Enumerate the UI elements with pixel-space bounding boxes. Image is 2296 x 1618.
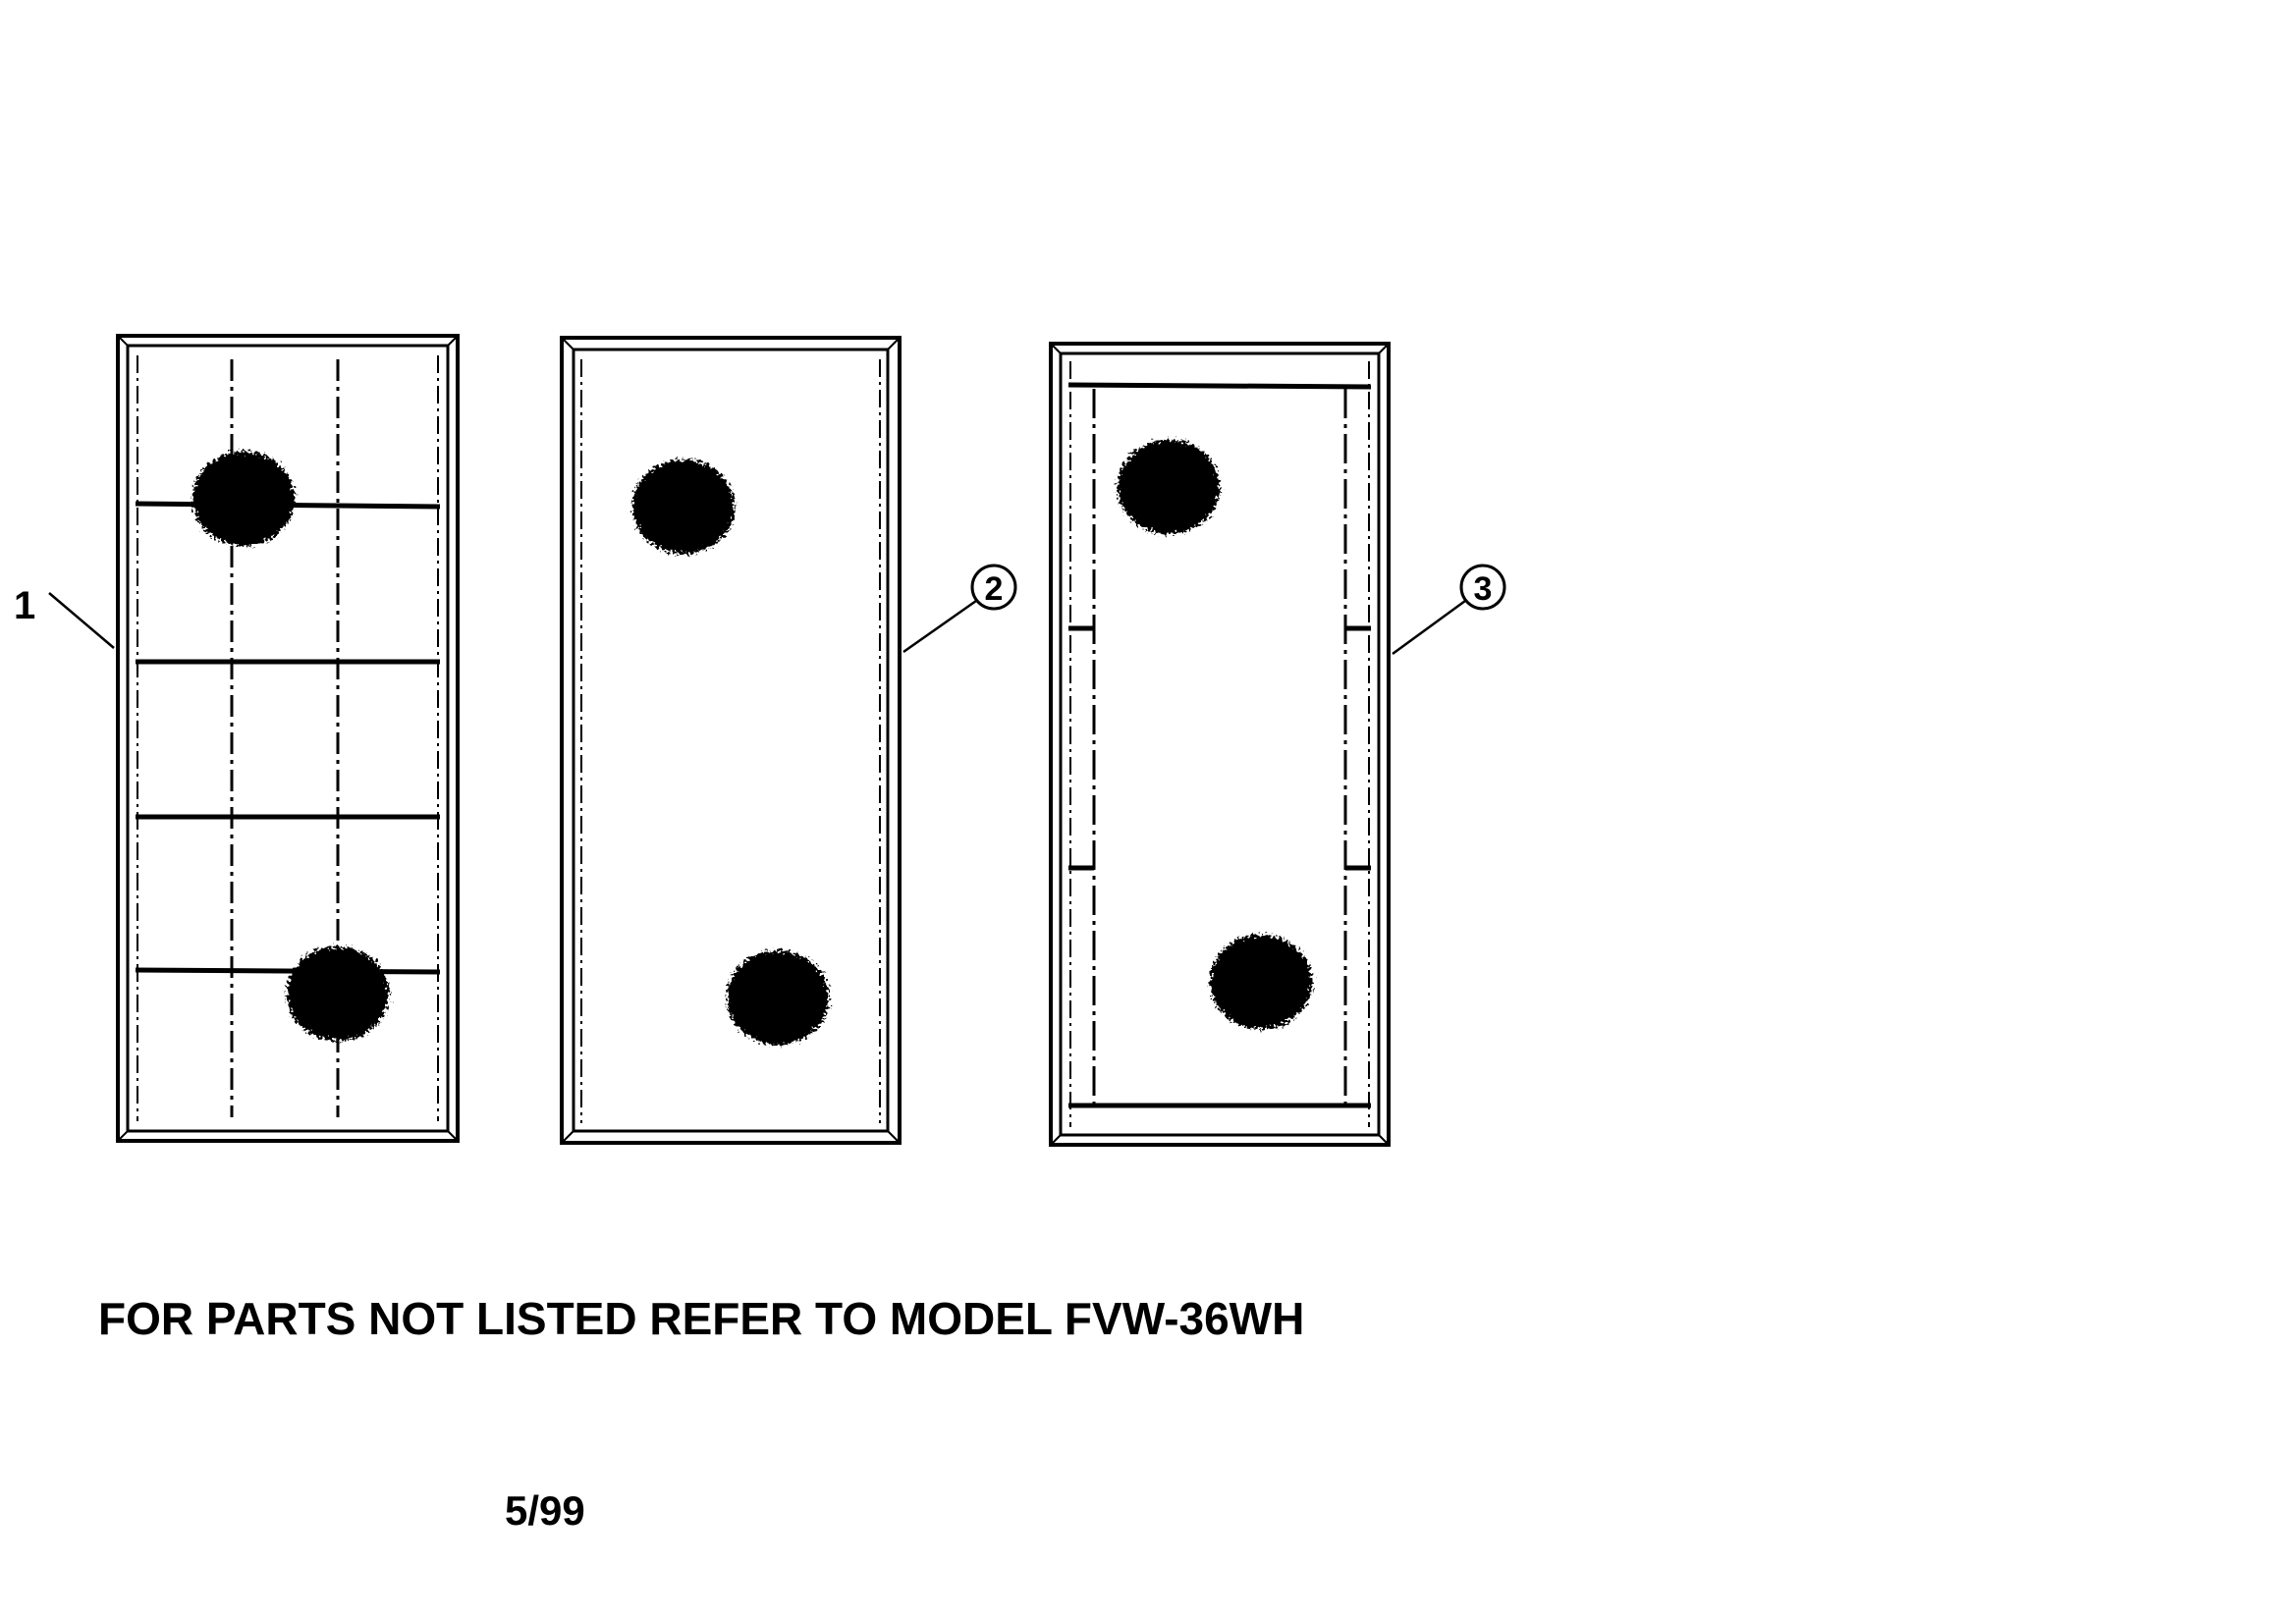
callout-2-label: 2 [985, 570, 1004, 608]
callout-2: 2 [902, 564, 1017, 654]
revision-date: 5/99 [505, 1487, 585, 1534]
panel-2-blots [632, 459, 829, 1045]
panel-1-blots [192, 452, 389, 1041]
parts-note: FOR PARTS NOT LISTED REFER TO MODEL FVW-… [98, 1293, 1305, 1344]
callout-1-label: 1 [14, 584, 35, 627]
callout-3: 3 [1392, 564, 1506, 656]
panel-3-framed [1049, 342, 1391, 1147]
callout-1: 1 [14, 584, 115, 649]
callout-3-label: 3 [1474, 570, 1493, 608]
panel-2-plain [560, 336, 902, 1145]
panel-1-grille [116, 334, 460, 1143]
panel-3-blots [1118, 440, 1312, 1029]
